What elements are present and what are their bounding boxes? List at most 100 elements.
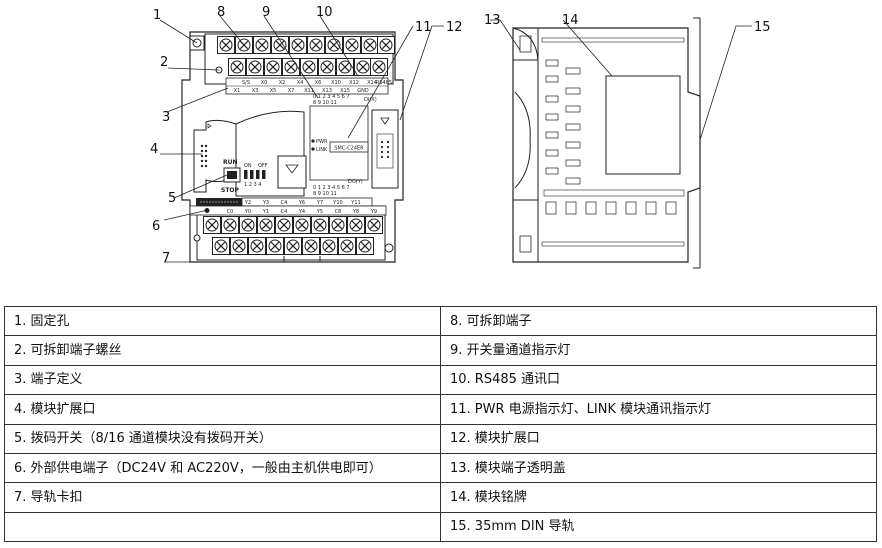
- pwr-label: PWR: [316, 139, 328, 145]
- terminal-label: X12: [349, 80, 359, 86]
- di-channel-numbers: 0 1 2 3 4 5 6 7: [313, 94, 350, 100]
- terminal-screws-bottom-row-2: [211, 236, 375, 256]
- terminal-label: C4: [281, 209, 288, 215]
- output-labels-row-2: C0 Y0 Y1 C4 Y4 Y5 C8 Y8 Y9: [227, 209, 377, 215]
- terminal-label: GND: [357, 88, 369, 94]
- vent-slots: [543, 189, 685, 215]
- dip-switch: RUN STOP ON OFF 1 2 3 4: [221, 159, 268, 194]
- terminal-label: Y10: [332, 200, 342, 206]
- callout-number: 2: [160, 55, 168, 70]
- terminal-screws-bottom-row-1: [202, 215, 384, 235]
- legend-cell: 15. 35mm DIN 导轨: [440, 511, 877, 543]
- terminal-label: Y3: [262, 200, 269, 206]
- terminal-label: X11: [304, 88, 314, 94]
- legend-cell: 1. 固定孔: [4, 305, 441, 337]
- legend-row: 5. 拨码开关（8/16 通道模块没有拨码开关）12. 模块扩展口: [4, 423, 877, 454]
- din-rail: [693, 17, 701, 269]
- terminal-label: Y9: [370, 209, 377, 215]
- legend-row: 15. 35mm DIN 导轨: [4, 511, 877, 543]
- callout-number: 10: [316, 5, 333, 20]
- side-view: [512, 17, 701, 269]
- terminal-label: X1: [234, 88, 241, 94]
- dip-off-label: OFF: [258, 163, 268, 169]
- terminal-label: S/S: [242, 80, 250, 86]
- run-label: RUN: [223, 159, 238, 166]
- terminal-label: C4: [281, 200, 288, 206]
- callout-number: 4: [150, 142, 158, 157]
- di-channel-numbers: 8 9 10 11: [313, 100, 337, 106]
- stop-label: STOP: [221, 187, 240, 194]
- legend-cell: 14. 模块铭牌: [440, 482, 877, 513]
- legend-cell: 6. 外部供电端子（DC24V 和 AC220V，一般由主机供电即可）: [4, 452, 441, 484]
- legend-cell: 3. 端子定义: [4, 364, 441, 396]
- legend-cell: [4, 511, 441, 543]
- legend-cell: 5. 拨码开关（8/16 通道模块没有拨码开关）: [4, 423, 441, 454]
- legend-cell: 10. RS485 通讯口: [440, 364, 877, 396]
- do-channel-numbers: 0 1 2 3 4 5 6 7: [313, 185, 350, 191]
- callout-number: 9: [262, 5, 270, 20]
- nameplate: [605, 75, 681, 175]
- legend-cell: 2. 可拆卸端子螺丝: [4, 335, 441, 366]
- callout-number: 14: [562, 13, 579, 28]
- model-label: SMC-C24ER: [334, 146, 364, 152]
- callout-leaders: [159, 15, 752, 263]
- terminal-labels-bottom: X1 X3 X5 X7 X11 X13 X15 GND: [234, 88, 369, 94]
- legend-cell: 4. 模块扩展口: [4, 394, 441, 425]
- link-label: LINK: [316, 147, 328, 153]
- front-view: S/S X0 X2 X4 X6 X10 X12 X14 X1 X3 X5 X7 …: [181, 31, 404, 263]
- dip-on-label: ON: [244, 163, 252, 169]
- module-diagram: S/S X0 X2 X4 X6 X10 X12 X14 X1 X3 X5 X7 …: [150, 5, 771, 269]
- callout-number: 6: [152, 219, 160, 234]
- callout-number: 11: [415, 20, 432, 35]
- terminal-label: C8: [335, 209, 342, 215]
- callout-number: 5: [168, 191, 176, 206]
- terminal-label: Y11: [350, 200, 360, 206]
- terminal-label: X13: [322, 88, 332, 94]
- do-channel-numbers: 8 9 10 11: [313, 191, 337, 197]
- do-label: DO(Y): [348, 179, 363, 185]
- callout-number: 7: [162, 251, 170, 266]
- legend-cell: 12. 模块扩展口: [440, 423, 877, 454]
- callout-number: 3: [162, 110, 170, 125]
- terminal-label: Y4: [298, 209, 305, 215]
- terminal-label: Y0: [244, 209, 251, 215]
- terminal-label: X7: [288, 88, 295, 94]
- terminal-label: X15: [340, 88, 350, 94]
- callout-number: 8: [217, 5, 225, 20]
- callout-number: 15: [754, 20, 771, 35]
- legend-cell: 9. 开关量通道指示灯: [440, 335, 877, 366]
- legend-row: 6. 外部供电端子（DC24V 和 AC220V，一般由主机供电即可）13. 模…: [4, 452, 877, 484]
- terminal-labels-top: S/S X0 X2 X4 X6 X10 X12 X14: [242, 80, 377, 86]
- terminal-label: X0: [261, 80, 268, 86]
- terminal-label: X5: [270, 88, 277, 94]
- vent-slots: [545, 59, 581, 185]
- terminal-label: Y2: [244, 200, 251, 206]
- legend-cell: 11. PWR 电源指示灯、LINK 模块通讯指示灯: [440, 394, 877, 425]
- rs485-label: RS485: [376, 80, 392, 86]
- terminal-label: Y8: [352, 209, 359, 215]
- terminal-label: X10: [331, 80, 341, 86]
- legend-cell: 7. 导轨卡扣: [4, 482, 441, 513]
- legend-cell: 13. 模块端子透明盖: [440, 452, 877, 484]
- callout-number: 13: [484, 13, 501, 28]
- callout-numbers: 1 2 3 4 5 6 7 8 9 10 11 12 13 14 15: [150, 5, 771, 266]
- legend-cell: 8. 可拆卸端子: [440, 305, 877, 337]
- terminal-label: X2: [279, 80, 286, 86]
- terminal-label: C0: [227, 209, 234, 215]
- terminal-screws-top-row-1: [216, 35, 396, 55]
- mounting-hole-icon: [384, 243, 394, 253]
- callout-number: 1: [153, 8, 161, 23]
- terminal-label: Y1: [262, 209, 269, 215]
- terminal-screws-top-row-2: [227, 57, 389, 77]
- output-labels-row-1: Y2 Y3 C4 Y6 Y7 Y10 Y11: [244, 200, 361, 206]
- terminal-label: X3: [252, 88, 259, 94]
- terminal-label: Y6: [298, 200, 305, 206]
- terminal-label: X14: [367, 80, 377, 86]
- callout-number: 12: [446, 20, 463, 35]
